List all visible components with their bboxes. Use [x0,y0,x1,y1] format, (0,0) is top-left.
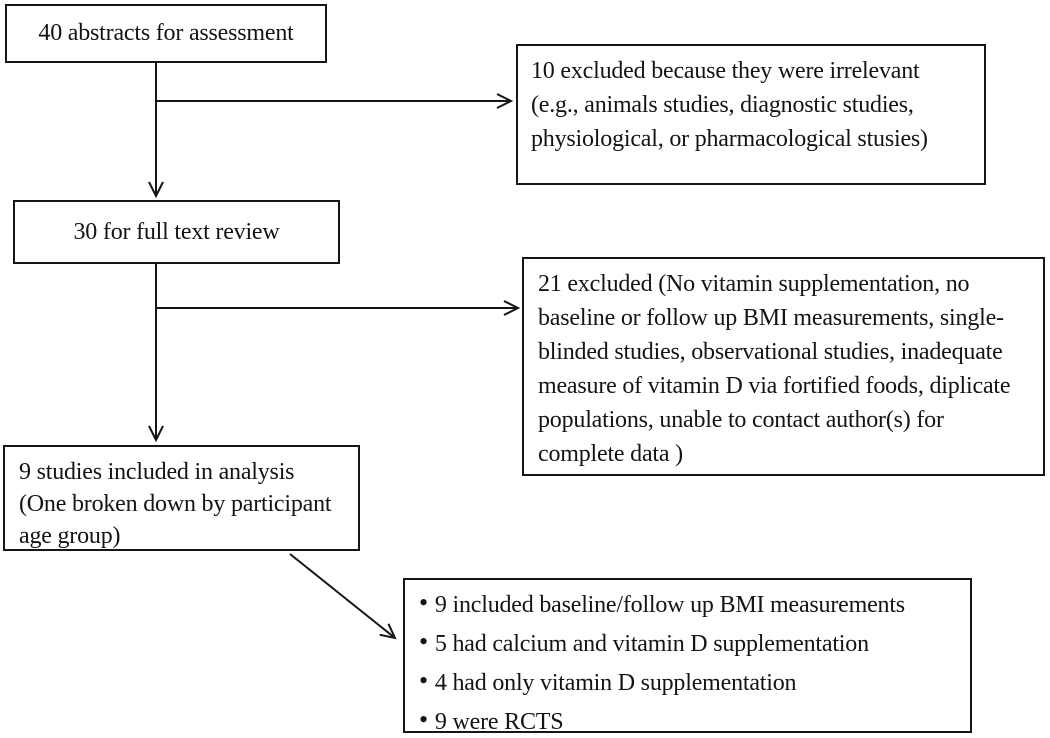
bullet-text: 4 had only vitamin D supplementation [434,670,797,696]
box-text-line: complete data ) [538,441,683,467]
box-text-line: populations, unable to contact author(s)… [538,407,944,433]
box-text-line: physiological, or pharmacological stusie… [531,126,928,152]
box-excluded-irrelevant: 10 excluded because they were irrelevant… [516,44,986,185]
box-text: 40 abstracts for assessment [38,20,294,46]
box-text-line: measure of vitamin D via fortified foods… [538,373,1011,399]
box-abstracts-assessed: 40 abstracts for assessment [5,4,327,63]
bullet-text: 9 were RCTS [434,709,564,733]
box-text-line: 10 excluded because they were irrelevant [531,58,920,84]
box-text-line: blinded studies, observational studies, … [538,339,1003,365]
bullet-text: 5 had calcium and vitamin D supplementat… [434,631,869,657]
box-text-line: 9 studies included in analysis [19,459,295,485]
box-text-line: baseline or follow up BMI measurements, … [538,305,1004,331]
box-fulltext-review: 30 for full text review [13,200,340,264]
box-summary-bullets: • 9 included baseline/follow up BMI meas… [403,578,972,733]
box-excluded-fulltext: 21 excluded (No vitamin supplementation,… [522,257,1045,476]
bullet-dot-icon: • [419,705,428,733]
bullet-item: • 5 had calcium and vitamin D supplement… [419,624,962,663]
bullet-item: • 4 had only vitamin D supplementation [419,663,962,702]
box-text-line: age group) [19,523,121,549]
box-text-line: (One broken down by participant [19,491,332,517]
bullet-text: 9 included baseline/follow up BMI measur… [434,592,905,618]
bullet-dot-icon: • [419,666,428,695]
box-text-line: (e.g., animals studies, diagnostic studi… [531,92,914,118]
bullet-dot-icon: • [419,627,428,656]
bullet-item: • 9 were RCTS [419,702,962,733]
box-text: 30 for full text review [73,218,280,245]
arrow-to-summary [289,553,395,638]
box-studies-included: 9 studies included in analysis (One brok… [3,445,360,551]
box-text-line: 21 excluded (No vitamin supplementation,… [538,271,970,297]
bullet-dot-icon: • [419,588,428,617]
bullet-item: • 9 included baseline/follow up BMI meas… [419,585,962,624]
